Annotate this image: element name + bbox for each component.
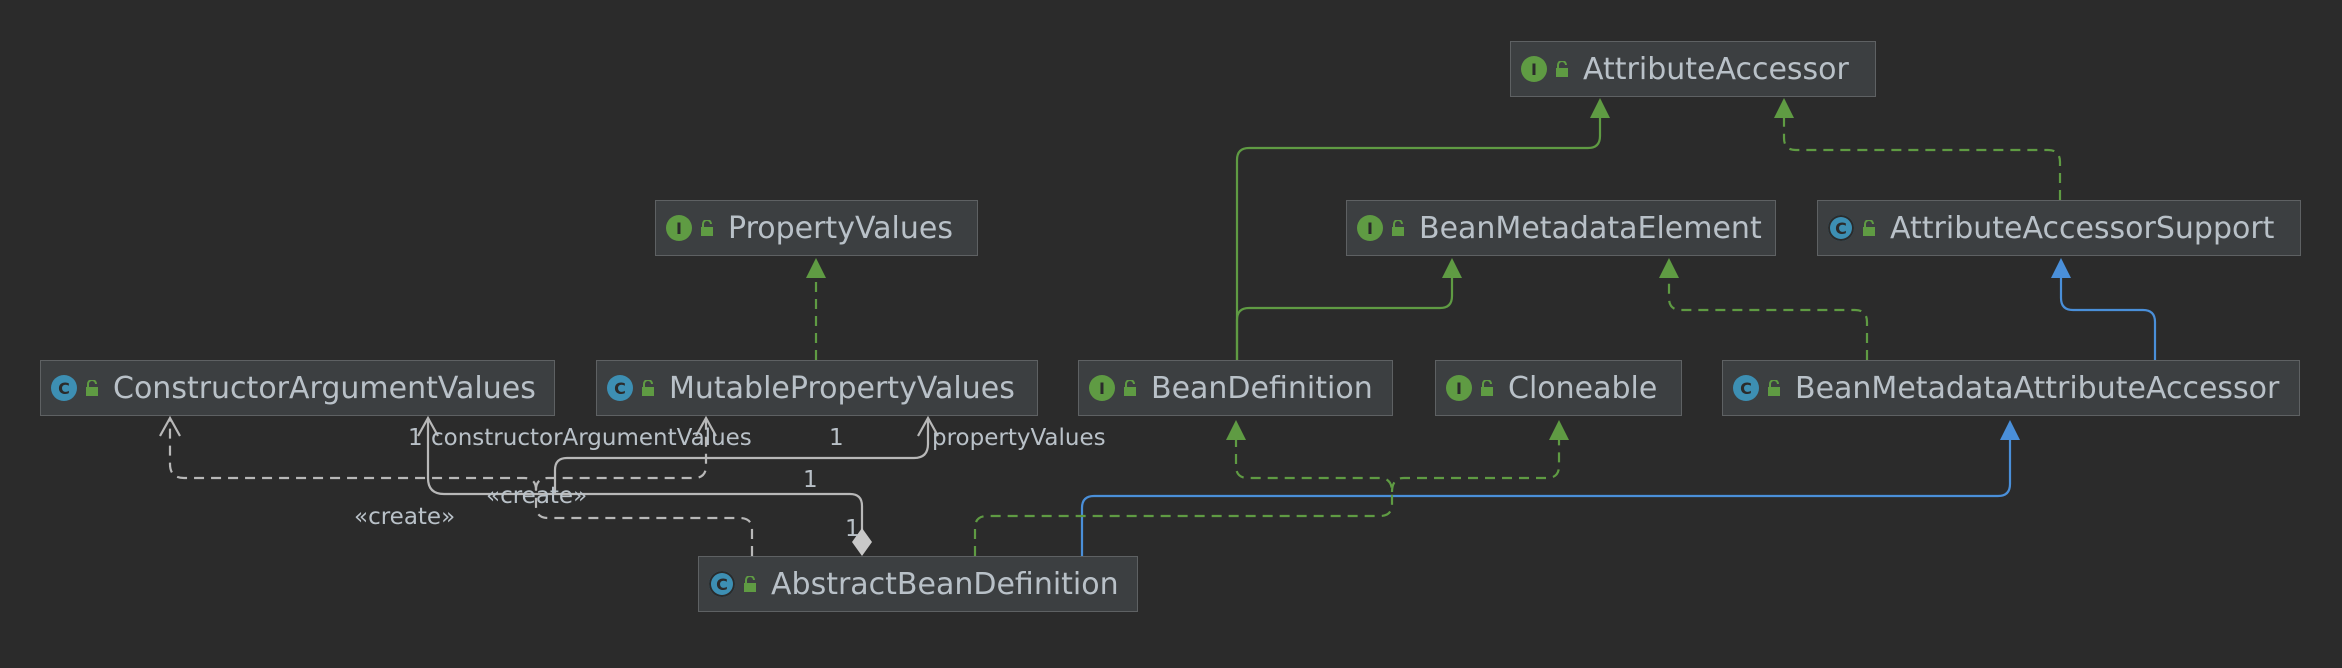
role-label-constructorargumentvalues: constructorArgumentValues (431, 425, 752, 451)
node-beanmetadataelement[interactable]: I BeanMetadataElement (1346, 200, 1776, 256)
class-icon: C (1733, 375, 1759, 401)
public-access-icon (744, 576, 756, 592)
multiplicity-label: 1 (845, 516, 860, 542)
public-access-icon (1124, 380, 1136, 396)
edge-beandefinition-to-beanmetadataelement[interactable] (1235, 262, 1454, 360)
public-access-icon (1481, 380, 1493, 396)
node-title: BeanDefinition (1151, 370, 1373, 406)
edge-beandefinition-to-attributeaccessor[interactable] (1235, 100, 1602, 360)
node-title: BeanMetadataElement (1419, 210, 1762, 246)
arrowhead-beanmetadataelement-left (1442, 258, 1462, 278)
arrowhead-propertyvalues (806, 258, 826, 278)
arrowhead-beanmetadataelement-right (1659, 258, 1679, 278)
node-title: PropertyValues (728, 210, 953, 246)
node-attributeaccessorsupport[interactable]: C AttributeAccessorSupport (1817, 200, 2301, 256)
node-constructorargumentvalues[interactable]: C ConstructorArgumentValues (40, 360, 555, 416)
public-access-icon (701, 220, 713, 236)
create-stereotype-label: «create» (354, 504, 455, 530)
public-access-icon (642, 380, 654, 396)
interface-icon: I (1521, 56, 1547, 82)
edge-create-constructorargumentvalues[interactable] (168, 420, 754, 556)
edge-create-mutablepropertyvalues[interactable] (534, 420, 708, 491)
node-title: Cloneable (1508, 370, 1658, 406)
arrowhead-attributeaccessor-left (1590, 98, 1610, 118)
node-title: AttributeAccessor (1583, 51, 1849, 87)
class-icon: C (51, 375, 77, 401)
node-title: MutablePropertyValues (669, 370, 1015, 406)
arrowhead-attributeaccessor-right (1774, 98, 1794, 118)
abstract-class-icon: C (709, 571, 735, 597)
node-cloneable[interactable]: I Cloneable (1435, 360, 1682, 416)
node-title: BeanMetadataAttributeAccessor (1795, 370, 2280, 406)
arrowhead-mutablepropertyvalues-assoc (917, 415, 939, 437)
arrowhead-create-mutablepropertyvalues (695, 415, 717, 437)
node-title: ConstructorArgumentValues (113, 370, 536, 406)
role-label-propertyvalues: propertyValues (932, 425, 1106, 451)
interface-icon: I (1357, 215, 1383, 241)
node-mutablepropertyvalues[interactable]: C MutablePropertyValues (596, 360, 1038, 416)
node-title: AbstractBeanDefinition (771, 566, 1119, 602)
public-access-icon (1863, 220, 1875, 236)
arrowhead-cloneable (1549, 420, 1569, 440)
edge-bmaa-to-attributeaccessorsupport[interactable] (2059, 262, 2157, 360)
create-stereotype-label: «create» (486, 483, 587, 509)
composition-diamond (852, 528, 872, 556)
interface-icon: I (1446, 375, 1472, 401)
node-title: AttributeAccessorSupport (1890, 210, 2275, 246)
edge-bmaa-to-beanmetadataelement[interactable] (1667, 262, 1869, 360)
node-beanmetadataattributeaccessor[interactable]: C BeanMetadataAttributeAccessor (1722, 360, 2300, 416)
node-attributeaccessor[interactable]: I AttributeAccessor (1510, 41, 1876, 97)
public-access-icon (1392, 220, 1404, 236)
node-beandefinition[interactable]: I BeanDefinition (1078, 360, 1393, 416)
arrowhead-attributeaccessorsupport (2051, 258, 2071, 278)
multiplicity-label: 1 (829, 425, 844, 451)
arrowhead-bmaa (2000, 420, 2020, 440)
node-abstractbeandefinition[interactable]: C AbstractBeanDefinition (698, 556, 1138, 612)
class-icon: C (607, 375, 633, 401)
multiplicity-label: 1 (408, 425, 423, 451)
multiplicity-label: 1 (803, 467, 818, 493)
node-propertyvalues[interactable]: I PropertyValues (655, 200, 978, 256)
edge-abd-to-cloneable[interactable] (1390, 424, 1561, 493)
public-access-icon (1768, 380, 1780, 396)
arrowhead-create-constructorargumentvalues (159, 415, 181, 437)
interface-icon: I (1089, 375, 1115, 401)
public-access-icon (86, 380, 98, 396)
arrowhead-constructorargumentvalues-assoc (417, 415, 439, 437)
edge-abd-to-beandefinition[interactable] (973, 424, 1394, 556)
arrowhead-beandefinition (1226, 420, 1246, 440)
edge-abd-to-bmaa[interactable] (1080, 424, 2012, 556)
edge-attributeaccessorsupport-to-attributeaccessor[interactable] (1782, 100, 2062, 200)
interface-icon: I (666, 215, 692, 241)
edge-abd-to-mutablepropertyvalues[interactable] (553, 420, 930, 494)
public-access-icon (1556, 61, 1568, 77)
edge-abd-to-constructorargumentvalues[interactable] (426, 420, 864, 532)
abstract-class-icon: C (1828, 215, 1854, 241)
